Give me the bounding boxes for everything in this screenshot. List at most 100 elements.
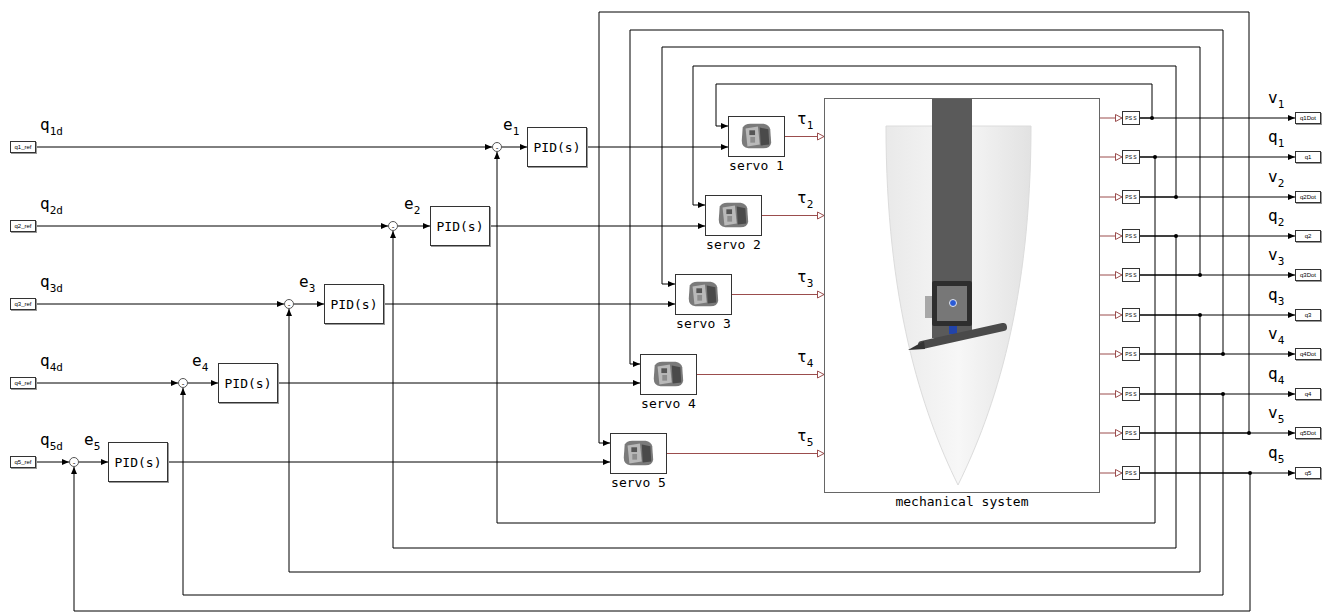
signal-name: v5 — [1268, 405, 1284, 421]
block-label: PS S — [1125, 115, 1136, 121]
physical-connection — [762, 215, 824, 216]
out-block: q5 — [1295, 467, 1321, 479]
block-label: q4Dot — [1300, 351, 1316, 357]
block-label: - — [73, 459, 76, 467]
block-label: q1 — [1305, 154, 1312, 160]
signal-line — [278, 383, 640, 384]
block-label: q4 — [1305, 391, 1312, 397]
out-block: q1Dot — [1295, 112, 1321, 124]
sum-block: - — [284, 299, 294, 309]
signal-line — [1140, 157, 1295, 158]
signal-name: q2d — [40, 196, 63, 212]
ps-block: PS S — [1122, 387, 1140, 401]
signal-name: q1 — [1268, 129, 1284, 145]
ps-block: PS S — [1122, 229, 1140, 243]
physical-connection — [732, 294, 824, 295]
block-label: PS S — [1125, 312, 1136, 318]
physical-connection — [1100, 315, 1122, 316]
physical-connection — [1100, 473, 1122, 474]
signal-line — [36, 383, 178, 384]
out-block: q2Dot — [1295, 191, 1321, 203]
signal-name: q5 — [1268, 445, 1284, 461]
signal-name: q4 — [1268, 366, 1284, 382]
pen-tip — [908, 341, 925, 350]
signal-line — [36, 304, 284, 305]
physical-connection — [1100, 236, 1122, 237]
signal-name: τ5 — [797, 428, 813, 444]
signal-line — [587, 147, 728, 148]
signal-line — [502, 147, 527, 148]
signal-line — [398, 226, 430, 227]
block-label: - — [392, 223, 395, 231]
block-label: q2 — [1305, 233, 1312, 239]
signal-name: q5d — [40, 432, 63, 448]
block-label: q1_ref — [14, 144, 31, 150]
arm-bar — [932, 98, 972, 338]
signal-name: e2 — [404, 196, 420, 212]
servo-block: servo 4 — [640, 354, 697, 395]
pid-block: PID(s) — [324, 284, 384, 324]
servo-block: servo 3 — [675, 274, 732, 315]
out-block: q3 — [1295, 309, 1321, 321]
signal-name: e5 — [84, 432, 100, 448]
ps-block: PS S — [1122, 308, 1140, 322]
physical-connection — [1100, 354, 1122, 355]
block-label: q2_ref — [14, 223, 31, 229]
signal-name: q2 — [1268, 208, 1284, 224]
ps-block: PS S — [1122, 347, 1140, 361]
block-label: q1Dot — [1300, 115, 1316, 121]
signal-line — [662, 47, 1200, 284]
signal-name: v3 — [1268, 247, 1284, 263]
physical-connection — [1100, 197, 1122, 198]
signal-line — [74, 467, 1250, 611]
ps-block: PS S — [1122, 268, 1140, 282]
ref-block: q2_ref — [10, 220, 36, 232]
out-block: q2 — [1295, 230, 1321, 242]
block-label: q5 — [1305, 470, 1312, 476]
signal-line — [599, 12, 1249, 443]
out-block: q1 — [1295, 151, 1321, 163]
signal-name: τ2 — [797, 190, 813, 206]
block-label: PS S — [1125, 351, 1136, 357]
block-label: q3 — [1305, 312, 1312, 318]
signal-line — [36, 147, 492, 148]
signal-line — [1140, 118, 1295, 119]
block-label: PS S — [1125, 233, 1136, 239]
block-label: PID(s) — [115, 455, 162, 470]
ref-block: q3_ref — [10, 298, 36, 310]
servo-block: servo 1 — [728, 116, 785, 157]
signal-name: τ4 — [797, 349, 813, 365]
ps-block: PS S — [1122, 190, 1140, 204]
block-label: q4_ref — [14, 380, 31, 386]
physical-connection — [1100, 433, 1122, 434]
servo-mount — [932, 281, 972, 326]
block-label: servo 1 — [728, 158, 785, 173]
physical-connection — [1100, 275, 1122, 276]
block-label: servo 5 — [610, 475, 667, 490]
block-label: PS S — [1125, 194, 1136, 200]
block-label: PS S — [1125, 391, 1136, 397]
servo-icon — [719, 203, 748, 228]
block-label: servo 3 — [675, 316, 732, 331]
block-label: PS S — [1125, 272, 1136, 278]
pid-block: PID(s) — [430, 206, 490, 246]
pid-block: PID(s) — [218, 363, 278, 403]
sum-block: - — [178, 378, 188, 388]
signal-name: q3 — [1268, 287, 1284, 303]
block-label: PID(s) — [534, 140, 581, 155]
servo-icon — [654, 362, 683, 387]
pid-block: PID(s) — [108, 442, 168, 482]
signal-name: τ1 — [797, 111, 813, 127]
signal-line — [630, 30, 1223, 364]
block-label: - — [288, 301, 291, 309]
signal-line — [490, 226, 705, 227]
physical-connection — [785, 136, 824, 137]
ps-block: PS S — [1122, 466, 1140, 480]
pid-block: PID(s) — [527, 127, 587, 167]
signal-line — [36, 462, 69, 463]
block-label: PS S — [1125, 470, 1136, 476]
signal-name: e4 — [192, 353, 208, 369]
sum-block: - — [492, 142, 502, 152]
physical-connection — [1100, 394, 1122, 395]
signal-name: v2 — [1268, 169, 1284, 185]
